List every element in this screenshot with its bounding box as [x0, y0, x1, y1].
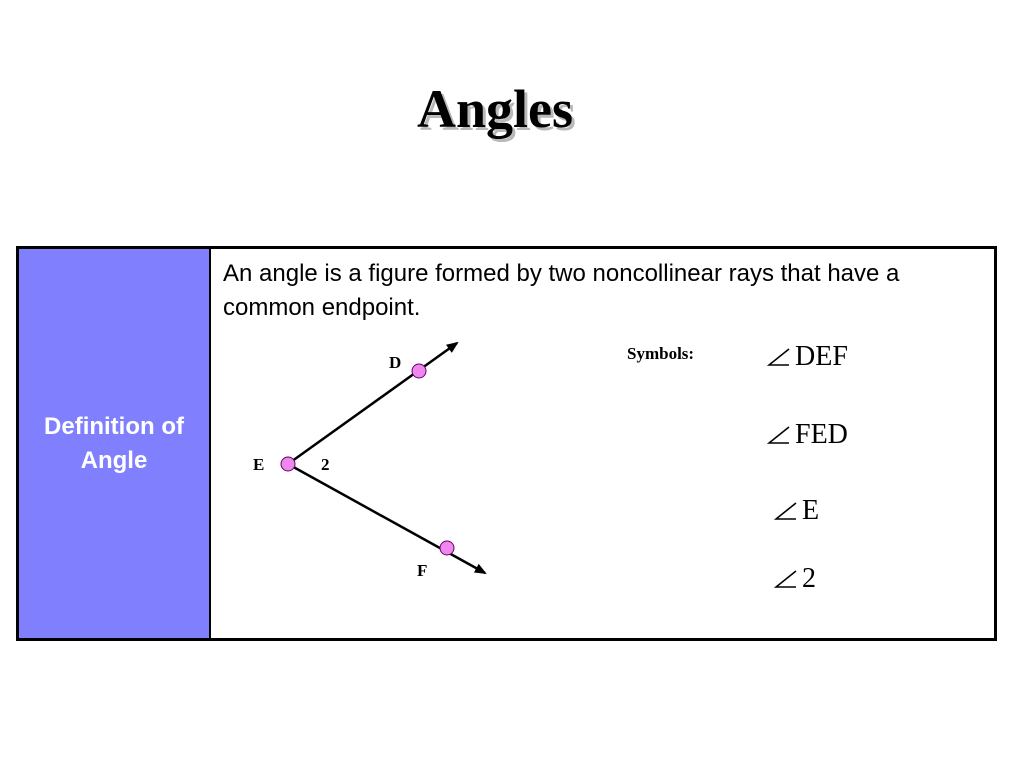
angle-icon [774, 570, 797, 588]
point-e-label: E [253, 455, 265, 474]
ray-ed [287, 341, 459, 466]
point-d-label: D [389, 353, 402, 372]
angle-icon [767, 348, 790, 366]
definition-table: Definition of Angle An angle is a figure… [16, 246, 997, 641]
angle-icon [774, 502, 797, 520]
slide-title: Angles [416, 79, 573, 139]
point-e [280, 456, 296, 472]
point-d [411, 363, 427, 379]
definition-text: An angle is a figure formed by two nonco… [223, 260, 900, 321]
label-cell: Definition of Angle [19, 249, 211, 638]
point-f [439, 540, 455, 556]
point-f-label: F [417, 561, 428, 580]
symbol-def-text: DEF [795, 341, 848, 372]
symbol-e: E [774, 495, 819, 527]
symbol-fed-text: FED [795, 419, 848, 450]
symbol-e-text: E [802, 495, 820, 526]
symbol-2-text: 2 [802, 563, 816, 594]
content-cell: An angle is a figure formed by two nonco… [211, 249, 994, 638]
symbols-label: Symbols: [627, 344, 695, 363]
symbol-def: DEF [767, 341, 848, 373]
definition-label: Definition of Angle [44, 412, 184, 474]
angle-number-label: 2 [321, 455, 330, 474]
angle-figure [280, 341, 487, 575]
symbol-fed: FED [767, 419, 848, 451]
ray-ef [287, 462, 487, 575]
angle-icon [767, 426, 790, 444]
symbol-2: 2 [774, 563, 816, 595]
